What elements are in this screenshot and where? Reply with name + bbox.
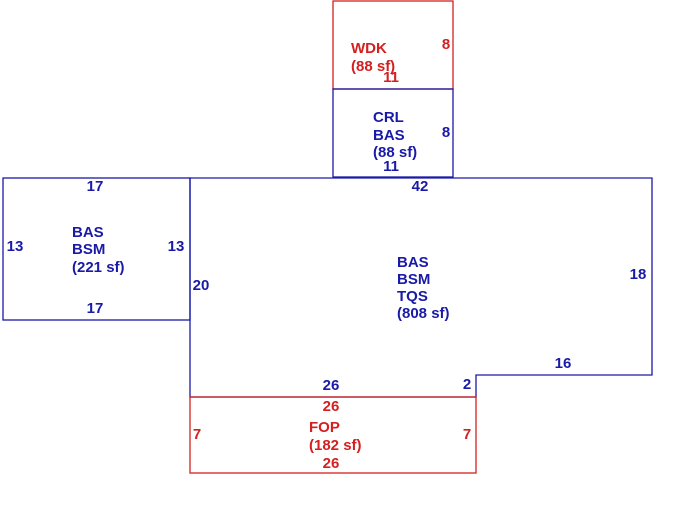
area-wdk: WDK (88 sf) 8 11 — [332, 0, 454, 90]
main-dim-bottom: 26 — [323, 377, 340, 394]
area-left-wing: BAS BSM (221 sf) 17 13 13 17 — [2, 177, 191, 321]
fop-dim-bottom: 26 — [323, 455, 340, 472]
left-wing-label-2: BSM — [72, 241, 105, 258]
wdk-dim-bottom: 11 — [383, 69, 399, 86]
main-dim-right: 18 — [630, 266, 647, 283]
left-wing-dim-bottom: 17 — [87, 300, 104, 317]
fop-dim-top: 26 — [323, 398, 340, 415]
main-label-2: BSM — [397, 271, 430, 288]
area-crl: CRL BAS (88 sf) 8 11 — [332, 88, 454, 178]
wdk-label-2: (88 sf) — [351, 58, 395, 75]
crl-label-2: BAS — [373, 127, 405, 144]
area-main: BAS BSM TQS (808 sf) 42 20 18 16 2 26 — [189, 177, 653, 398]
left-wing-label-1: BAS — [72, 224, 104, 241]
main-dim-step-horizontal: 16 — [555, 355, 572, 372]
left-wing-label-3: (221 sf) — [72, 259, 125, 276]
fop-dim-left: 7 — [193, 426, 201, 443]
main-label-1: BAS — [397, 254, 429, 271]
fop-label-2: (182 sf) — [309, 437, 362, 454]
left-wing-dim-left: 13 — [7, 238, 24, 255]
left-wing-dim-right: 13 — [168, 238, 185, 255]
main-dim-step-vertical: 2 — [463, 376, 471, 393]
area-fop: FOP (182 sf) 26 7 7 26 — [189, 396, 477, 474]
main-dim-left: 20 — [193, 277, 210, 294]
wdk-label-1: WDK — [351, 40, 387, 57]
main-label-3: TQS — [397, 288, 428, 305]
wdk-dim-right: 8 — [442, 36, 450, 53]
left-wing-dim-top: 17 — [87, 178, 104, 195]
crl-label-1: CRL — [373, 109, 404, 126]
crl-dim-bottom: 11 — [383, 158, 399, 175]
fop-dim-right: 7 — [463, 426, 471, 443]
fop-outline — [189, 396, 477, 474]
main-dim-top: 42 — [412, 178, 429, 195]
crl-label-3: (88 sf) — [373, 144, 417, 161]
main-label-4: (808 sf) — [397, 305, 450, 322]
crl-outline — [332, 88, 454, 178]
fop-label-1: FOP — [309, 419, 340, 436]
crl-dim-right: 8 — [442, 124, 450, 141]
